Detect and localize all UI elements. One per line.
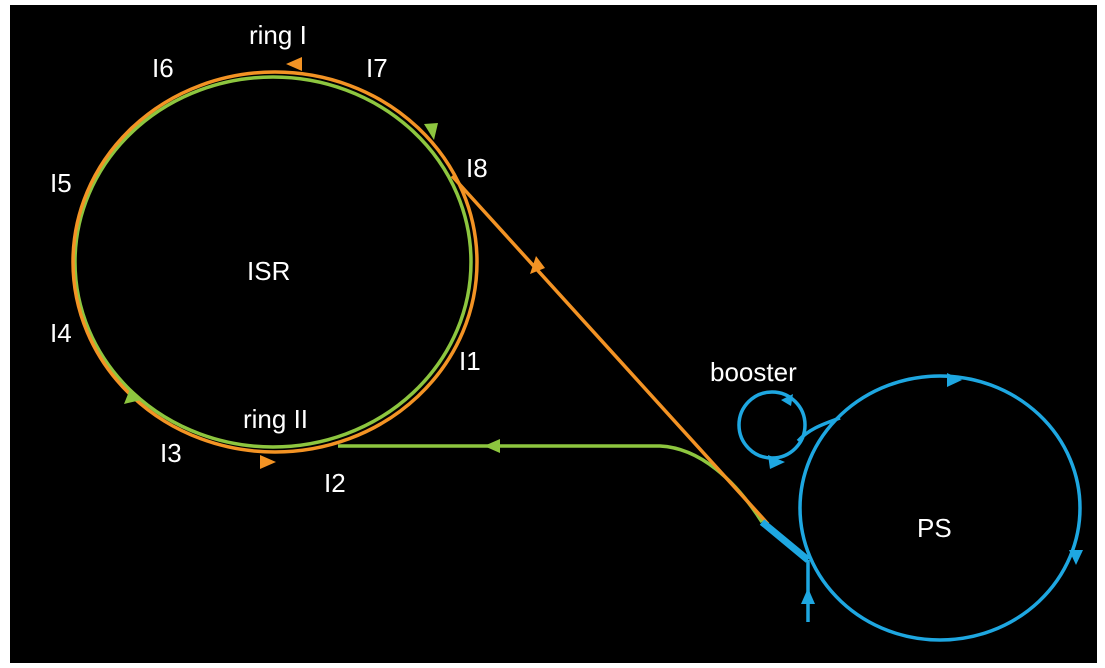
booster-transfer-line: [796, 416, 841, 443]
intersection-i8-label: I8: [466, 153, 488, 183]
intersection-i4-label: I4: [50, 318, 72, 348]
ring-i-transfer-arrow: [530, 256, 545, 274]
ring-ii-transfer-arrow: [484, 439, 500, 453]
booster-arrow-top: [781, 394, 793, 406]
ring-i-loop: [71, 70, 479, 454]
booster-ring: [737, 390, 807, 460]
ring-ii-arrow-bottom-left: [124, 389, 141, 404]
booster-label: booster: [710, 357, 797, 387]
ps-injection-arrow: [801, 588, 815, 604]
ring-i-transfer-line: [450, 174, 770, 526]
ring-i-label: ring I: [249, 20, 307, 50]
intersection-i5-label: I5: [50, 168, 72, 198]
isr-label: ISR: [247, 256, 290, 286]
intersection-i2-label: I2: [324, 468, 346, 498]
ps-arrow-top: [947, 373, 962, 387]
ring-i-arrow-top: [286, 57, 302, 71]
ring-ii-loop: [73, 75, 473, 449]
ring-ii-arrow-top-right: [424, 123, 438, 140]
ps-ring: [798, 374, 1082, 642]
ps-arrow-right: [1069, 550, 1083, 565]
ring-ii-transfer-line: [338, 444, 764, 523]
ring-i-arrow-bottom: [260, 455, 276, 469]
ring-ii-label: ring II: [243, 404, 308, 434]
ps-extraction-line: [759, 519, 811, 563]
ps-label: PS: [917, 513, 952, 543]
diagram-background: [10, 5, 1097, 663]
intersection-i3-label: I3: [160, 438, 182, 468]
intersection-i6-label: I6: [152, 53, 174, 83]
intersection-i1-label: I1: [459, 346, 481, 376]
intersection-i7-label: I7: [366, 53, 388, 83]
booster-arrow-bottom: [768, 455, 785, 469]
